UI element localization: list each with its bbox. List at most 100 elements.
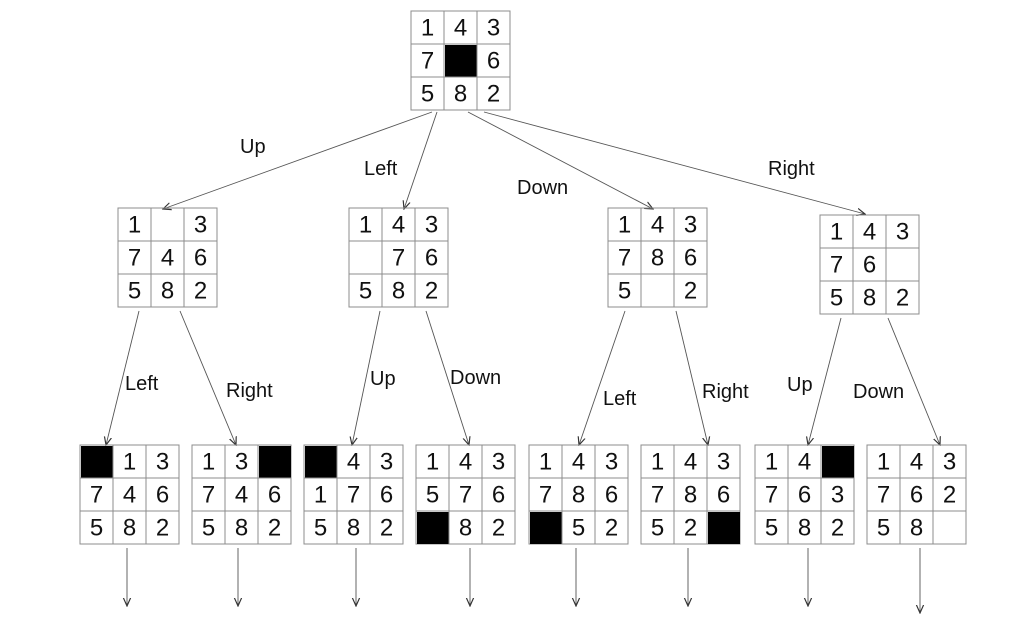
tile-number: 6	[863, 252, 876, 279]
edge-root-to-l1-3	[467, 111, 653, 209]
tile-number: 8	[235, 515, 248, 542]
move-label-l1-left: Left	[364, 158, 398, 180]
tile-number: 4	[454, 15, 467, 42]
tile-number: 7	[90, 482, 103, 509]
tile-number: 7	[877, 482, 890, 509]
tile-number: 5	[202, 515, 215, 542]
tile-number: 1	[618, 212, 631, 239]
tile-number: 2	[425, 278, 438, 305]
tile-number: 7	[459, 482, 472, 509]
tile-number: 2	[684, 515, 697, 542]
tile-number: 4	[123, 482, 136, 509]
edge-root-to-l1-4	[483, 111, 865, 214]
tile-number: 8	[798, 515, 811, 542]
tile-number: 5	[651, 515, 664, 542]
tile-number: 7	[347, 482, 360, 509]
tile-number: 3	[717, 449, 730, 476]
tile-number: 5	[830, 285, 843, 312]
tile-number: 6	[487, 48, 500, 75]
tile-number: 7	[421, 48, 434, 75]
tile-number: 1	[426, 449, 439, 476]
tile-number: 6	[156, 482, 169, 509]
move-label-l2-6: Right	[702, 381, 749, 403]
blank-tile	[708, 512, 740, 544]
tile-number: 6	[492, 482, 505, 509]
tile-number: 5	[314, 515, 327, 542]
tile-number: 8	[347, 515, 360, 542]
tile-number: 7	[651, 482, 664, 509]
board-frame	[117, 207, 218, 308]
tile-number: 1	[128, 212, 141, 239]
tile-number: 4	[235, 482, 248, 509]
blank-tile	[530, 512, 562, 544]
tile-number: 3	[943, 449, 956, 476]
tile-number: 3	[831, 482, 844, 509]
board-frame	[410, 10, 511, 111]
tile-number: 5	[421, 81, 434, 108]
tile-number: 1	[359, 212, 372, 239]
tile-number: 5	[572, 515, 585, 542]
move-label-l2-2: Right	[226, 380, 273, 402]
edge-root-to-l1-2	[404, 111, 438, 209]
move-label-l2-7: Up	[787, 374, 813, 396]
tile-number: 7	[392, 245, 405, 272]
tile-number: 4	[798, 449, 811, 476]
tile-number: 4	[392, 212, 405, 239]
blank-tile	[305, 446, 337, 478]
board-frame	[528, 444, 629, 545]
tile-number: 8	[684, 482, 697, 509]
tile-number: 1	[877, 449, 890, 476]
tile-number: 6	[380, 482, 393, 509]
tile-number: 3	[492, 449, 505, 476]
tile-number: 5	[90, 515, 103, 542]
tile-number: 3	[235, 449, 248, 476]
tile-number: 5	[128, 278, 141, 305]
board-frame	[754, 444, 855, 545]
tile-number: 4	[572, 449, 585, 476]
tile-number: 3	[605, 449, 618, 476]
tile-number: 3	[425, 212, 438, 239]
edge-l1-to-l2-7	[808, 317, 842, 445]
tile-number: 3	[896, 219, 909, 246]
tile-number: 2	[268, 515, 281, 542]
tile-number: 1	[314, 482, 327, 509]
tile-number: 2	[487, 81, 500, 108]
tile-number: 1	[830, 219, 843, 246]
move-label-l2-1: Left	[125, 373, 159, 395]
blank-tile	[417, 512, 449, 544]
tile-number: 3	[380, 449, 393, 476]
tile-number: 8	[572, 482, 585, 509]
tile-number: 4	[863, 219, 876, 246]
edge-root-to-l1-1	[163, 111, 433, 209]
move-label-l2-8: Down	[853, 381, 904, 403]
tile-number: 7	[618, 245, 631, 272]
move-label-l2-5: Left	[603, 388, 637, 410]
tile-number: 1	[539, 449, 552, 476]
tile-number: 7	[830, 252, 843, 279]
tile-number: 4	[161, 245, 174, 272]
edge-l1-to-l2-6	[675, 310, 708, 445]
tile-number: 1	[202, 449, 215, 476]
tile-number: 5	[359, 278, 372, 305]
tile-number: 5	[877, 515, 890, 542]
tile-number: 8	[459, 515, 472, 542]
tile-number: 4	[910, 449, 923, 476]
edge-l1-to-l2-2	[179, 310, 236, 445]
board-frame	[866, 444, 967, 545]
blank-tile	[81, 446, 113, 478]
tile-number: 6	[910, 482, 923, 509]
tile-number: 7	[128, 245, 141, 272]
board-frame	[640, 444, 741, 545]
tile-number: 8	[863, 285, 876, 312]
edge-l1-to-l2-1	[106, 310, 140, 445]
tile-number: 8	[651, 245, 664, 272]
